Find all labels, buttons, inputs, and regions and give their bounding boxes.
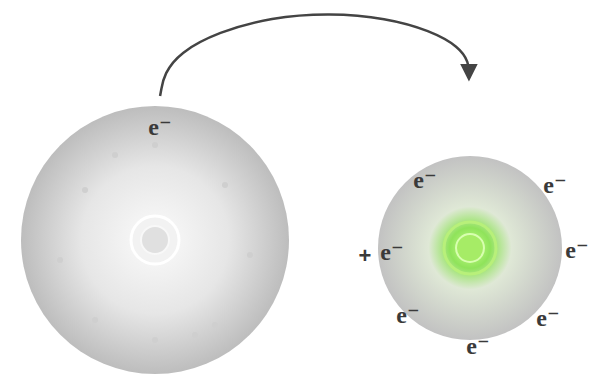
nucleus-core (456, 234, 484, 262)
electron-label: e⁻ (466, 334, 489, 358)
electron-dot (152, 142, 158, 148)
electron-label: e⁻ (148, 115, 171, 139)
electron-dot (152, 337, 158, 343)
transfer-arrow (160, 15, 469, 96)
nucleus-core (141, 226, 169, 254)
nucleus (131, 216, 179, 264)
electron-cloud (21, 106, 289, 374)
atom: e⁻ (20, 100, 292, 376)
electron-label: e⁻ (380, 240, 403, 264)
atom: e⁻ e⁻ e⁻ e⁻ e⁻ e⁻ e⁻ (358, 80, 594, 370)
electron-dot (192, 332, 198, 338)
electron-label: e⁻ (413, 168, 436, 192)
electron-label: e⁻ (536, 306, 559, 330)
electron-dot (212, 322, 218, 328)
electron-dot (57, 257, 63, 263)
atom-sphere (20, 100, 292, 376)
nucleus (444, 222, 496, 274)
electron-label: e⁻ (543, 173, 566, 197)
electron-dot (92, 317, 98, 323)
electron-label: e⁻ (396, 303, 419, 327)
electron-dot (112, 152, 118, 158)
plus-sign: + (359, 245, 372, 267)
electron-cloud (378, 156, 562, 340)
electron-dot (247, 252, 253, 258)
electron-dot (82, 187, 88, 193)
electron-dot (222, 182, 228, 188)
electron-label: e⁻ (565, 238, 588, 262)
